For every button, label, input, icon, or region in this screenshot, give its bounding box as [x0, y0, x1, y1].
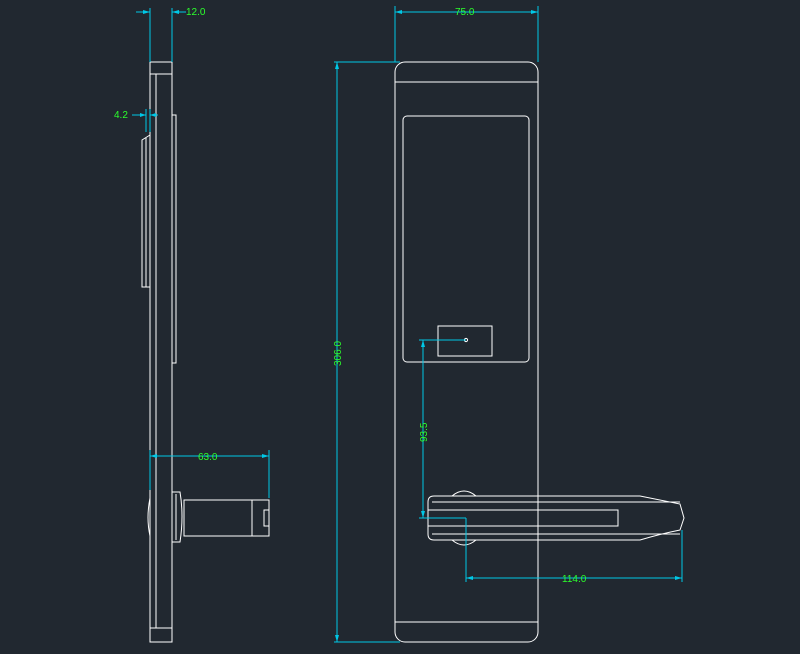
front-width-dimension: 75.0: [394, 6, 539, 62]
knob-depth-label: 63.0: [198, 452, 218, 463]
handle-height-dimension: 93.5: [419, 339, 466, 519]
handle-length-label: 114.0: [562, 574, 587, 585]
side-view: [141, 61, 270, 643]
handle-height-label: 93.5: [419, 422, 430, 442]
side-back-bump: [147, 497, 151, 537]
lever-rosette-top: [451, 490, 477, 497]
lever-rosette-bottom: [451, 539, 477, 546]
card-reader-panel: [402, 115, 530, 363]
side-plate-outline: [149, 61, 173, 643]
side-thickness-label: 12.0: [186, 7, 206, 18]
side-knob-flange: [171, 491, 183, 543]
side-reader-profile: [171, 114, 177, 364]
side-offset-label: 4.2: [114, 110, 128, 121]
front-plate-outline: [394, 61, 539, 643]
side-offset-dimension: 4.2: [114, 109, 158, 132]
side-knob-cylinder: [183, 499, 270, 537]
side-thickness-dimension: 12.0: [136, 7, 206, 62]
overall-height-dimension: 306.0: [333, 61, 400, 643]
knob-depth-dimension: 63.0: [149, 450, 270, 498]
overall-height-label: 306.0: [333, 341, 344, 366]
side-knob-end-detail: [263, 509, 270, 527]
front-view: [394, 61, 685, 643]
sensor-window: [437, 325, 493, 357]
front-width-label: 75.0: [455, 7, 475, 18]
handle-length-dimension: 114.0: [465, 518, 683, 585]
